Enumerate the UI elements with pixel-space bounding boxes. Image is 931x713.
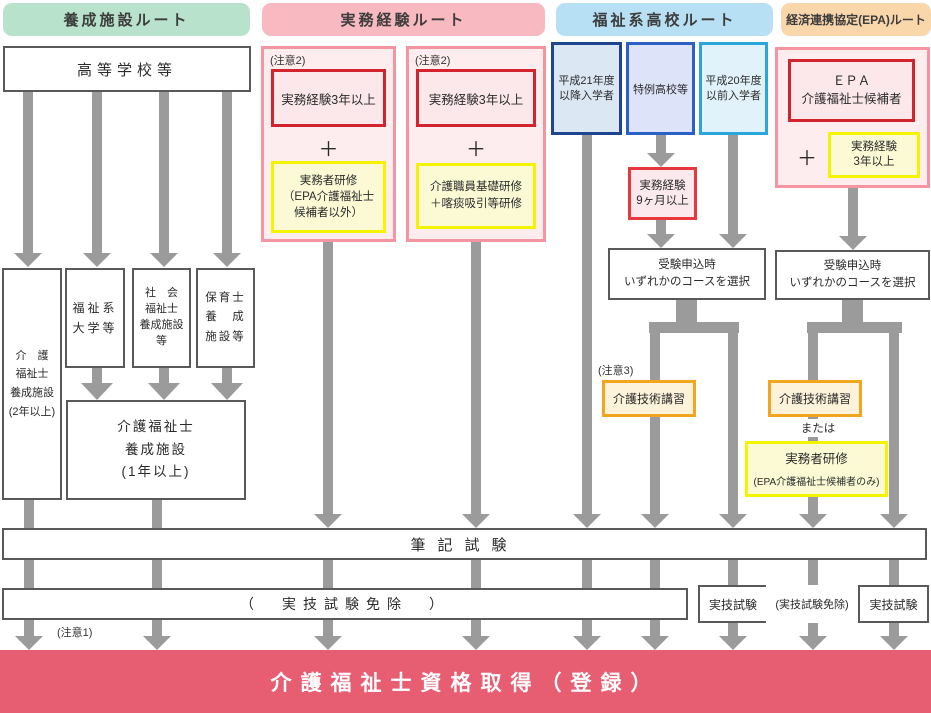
route-header-fukushi: 福祉系高校ルート <box>556 3 773 36</box>
epa-kenshu-sub: (EPA介護福祉士候補者のみ) <box>753 476 880 488</box>
line-col-training1y <box>152 500 162 636</box>
arrowhead-written-practical1 <box>719 514 747 528</box>
arrowhead-result-4 <box>462 636 490 650</box>
line-col-training2y <box>24 500 34 636</box>
line-branch-practical2-lower <box>889 623 899 636</box>
arrowhead-training1y-1 <box>81 383 113 400</box>
box-exp-9m: 実務経験 9ヶ月以上 <box>628 167 697 220</box>
label-practical-waived: (実技試験免除) <box>766 585 858 623</box>
arrowhead-hs-2 <box>83 253 111 267</box>
arrowhead-result-5 <box>573 636 601 650</box>
note3-label: (注意3) <box>598 365 634 377</box>
box-exp-3y-right: 実務経験3年以上 <box>416 69 536 127</box>
box-jitsumusha-kenshu: 実務者研修 （EPA介護福祉士 候補者以外） <box>271 161 386 233</box>
arrowhead-written-jitsumu2 <box>462 514 490 528</box>
line-highschool-1 <box>23 92 33 253</box>
line-highschool-4 <box>222 92 232 253</box>
box-training-2y: 介 護 福祉士 養成施設 (2年以上) <box>2 268 62 500</box>
arrowhead-result-2 <box>143 636 171 650</box>
epa-kenshu-title: 実務者研修 <box>785 451 848 466</box>
line-highschool-2 <box>92 92 102 253</box>
line-to-training1y-3 <box>222 368 232 386</box>
bar-practical-waived: （ 実技試験免除 ） <box>2 588 688 620</box>
plus-sign-right: ＋ <box>466 138 486 161</box>
line-highschool-3 <box>159 92 169 253</box>
arrowhead-result-3 <box>314 636 342 650</box>
arrowhead-result-8 <box>799 636 827 650</box>
box-course-select-epa: 受験申込時 いずれかのコースを選択 <box>775 250 930 300</box>
arrowhead-hs-3 <box>150 253 178 267</box>
line-select2-split-bar <box>807 322 902 333</box>
line-h20-to-select <box>728 135 738 234</box>
box-h20-entrants: 平成20年度 以前入学者 <box>699 42 768 135</box>
arrowhead-result-6 <box>641 636 669 650</box>
line-branch-practical1-mid <box>728 560 738 585</box>
line-branch-practical1-upper <box>728 322 738 514</box>
line-to-training1y-1 <box>92 368 102 386</box>
line-select1-split-bar <box>649 322 739 333</box>
arrowhead-written-practical2 <box>880 514 908 528</box>
line-branch-koshu1-upper <box>650 322 660 514</box>
line-branch-koshu2-upper <box>808 322 818 514</box>
box-epa-jitsumusha-kenshu: 実務者研修 (EPA介護福祉士候補者のみ) <box>745 441 888 497</box>
box-kiso-kenshu: 介護職員基礎研修 ＋喀痰吸引等研修 <box>416 163 536 229</box>
arrowhead-select1-b <box>719 234 747 248</box>
line-select2-stub <box>842 300 863 327</box>
arrowhead-result-7 <box>719 636 747 650</box>
arrowhead-result-9 <box>880 636 908 650</box>
box-highschool: 高等学校等 <box>3 46 251 92</box>
line-branch-practical2-mid <box>889 560 899 585</box>
box-practical-exam-2: 実技試験 <box>858 585 929 623</box>
arrowhead-training1y-3 <box>211 383 243 400</box>
route-header-jitsumu: 実務経験ルート <box>262 3 545 36</box>
plus-sign-left: ＋ <box>318 138 339 161</box>
line-exp9m-to-select <box>656 220 666 234</box>
arrowhead-exp9m <box>647 153 675 167</box>
line-select1-stub <box>676 300 697 327</box>
arrowhead-hs-1 <box>14 253 42 267</box>
box-kaigo-koshu-epa: 介護技術講習 <box>768 380 862 417</box>
arrowhead-written-h21 <box>573 514 601 528</box>
or-label: または <box>782 419 854 437</box>
group-jitsumu-left: (注意2) 実務経験3年以上 ＋ 実務者研修 （EPA介護福祉士 候補者以外） <box>261 46 396 242</box>
box-tokurei-highschool: 特例高校等 <box>626 42 695 135</box>
group-jitsumu-right: (注意2) 実務経験3年以上 ＋ 介護職員基礎研修 ＋喀痰吸引等研修 <box>406 46 546 242</box>
box-epa-candidate: ＥＰＡ 介護福祉士候補者 <box>788 59 915 122</box>
bar-written-exam: 筆記試験 <box>2 528 927 560</box>
arrowhead-result-1 <box>15 636 43 650</box>
line-branch-practical1-lower <box>728 623 738 636</box>
box-h21-entrants: 平成21年度 以降入学者 <box>551 42 622 135</box>
box-welfare-univ: 福祉系 大学等 <box>65 268 125 368</box>
arrowhead-training1y-2 <box>148 383 180 400</box>
bar-qualification-obtained: 介護福祉士資格取得（登録） <box>0 650 931 713</box>
line-col-jitsumu1-upper <box>323 242 333 514</box>
box-training-1y: 介護福祉士 養成施設 (1年以上) <box>66 400 246 500</box>
box-social-worker-facility: 社 会 福祉士 養成施設 等 <box>132 268 191 368</box>
note2-label-right: (注意2) <box>415 55 451 67</box>
box-kaigo-koshu-fukushi: 介護技術講習 <box>602 380 696 417</box>
arrowhead-select2 <box>839 236 867 250</box>
line-to-training1y-2 <box>159 368 169 386</box>
arrowhead-select1-a <box>647 234 675 248</box>
box-childcare-facility: 保育士 養 成 施設等 <box>196 268 255 368</box>
arrowhead-written-koshu1 <box>641 514 669 528</box>
box-practical-exam-1: 実技試験 <box>698 585 768 623</box>
line-tokurei-to-exp9m <box>656 135 666 153</box>
line-col-jitsumu2-upper <box>471 242 481 514</box>
line-epa-to-select <box>848 188 858 236</box>
box-exp-3y-left: 実務経験3年以上 <box>271 69 386 127</box>
box-epa-exp-3y: 実務経験 3年以上 <box>828 132 920 178</box>
arrowhead-written-jitsumu1 <box>314 514 342 528</box>
arrowhead-written-koshu2 <box>799 514 827 528</box>
box-course-select-fukushi: 受験申込時 いずれかのコースを選択 <box>608 248 766 300</box>
arrowhead-hs-4 <box>213 253 241 267</box>
line-col-h21-upper <box>582 135 592 514</box>
line-branch-practical2-upper <box>889 322 899 514</box>
plus-sign-epa: ＋ <box>797 147 817 170</box>
group-epa: ＥＰＡ 介護福祉士候補者 ＋ 実務経験 3年以上 <box>775 47 930 188</box>
note2-label-left: (注意2) <box>270 55 306 67</box>
route-header-yosei: 養成施設ルート <box>3 3 250 36</box>
route-header-epa: 経済連携協定(EPA)ルート <box>781 3 931 36</box>
note1-label: (注意1) <box>57 627 93 639</box>
